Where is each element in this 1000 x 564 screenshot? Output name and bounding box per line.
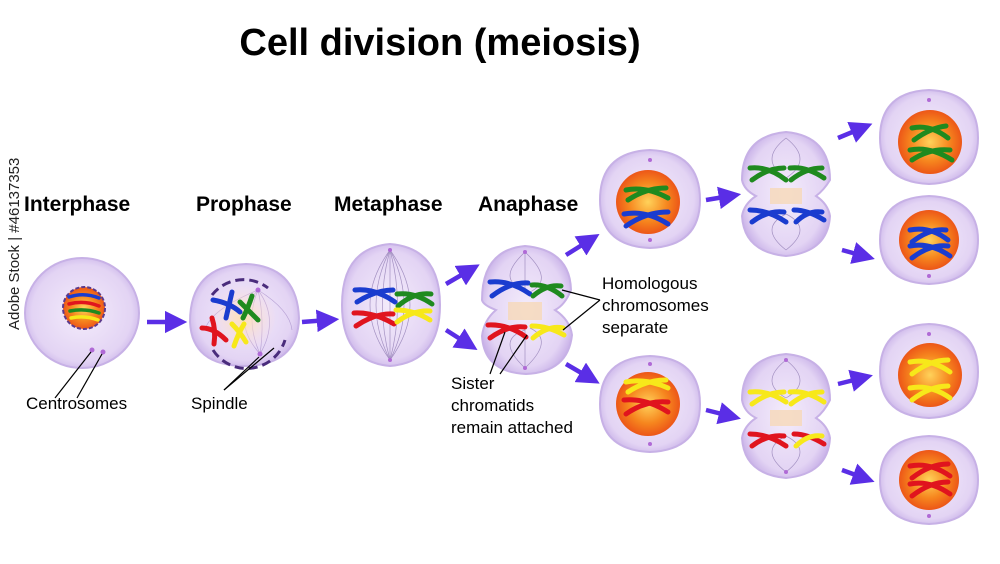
centrosome-dot xyxy=(100,349,106,355)
arrow-telophase-top xyxy=(705,186,742,209)
stage-label-anaphase: Anaphase xyxy=(478,193,579,216)
interphase-chromatin xyxy=(67,293,101,322)
gamete-4 xyxy=(878,434,980,526)
label-spindle: Spindle xyxy=(191,394,248,413)
cell-anaphase xyxy=(480,244,601,376)
gamete-2 xyxy=(878,194,980,286)
label-sister-line-1: Sister xyxy=(451,374,495,393)
cell-interphase xyxy=(24,257,140,399)
anaphase-chromosomes xyxy=(485,279,567,341)
stage-label-prophase: Prophase xyxy=(196,193,292,216)
metaphase-chromosomes xyxy=(351,287,435,329)
label-homologous: Homologous chromosomes separate xyxy=(602,273,709,339)
gamete-3 xyxy=(878,322,980,420)
label-centrosomes: Centrosomes xyxy=(26,394,128,413)
cell-anaphase-ii-bottom xyxy=(740,352,832,480)
arrow-anaphase-up xyxy=(564,234,600,257)
cell-anaphase-ii-top xyxy=(740,130,832,258)
diagram-title: Cell division (meiosis) xyxy=(239,22,641,64)
cell-telophase-top xyxy=(598,148,702,250)
cell-prophase xyxy=(188,262,301,391)
stage-arrows xyxy=(147,121,875,485)
label-homologous-line-3: separate xyxy=(602,318,669,337)
arrow-to-gamete-4 xyxy=(841,463,875,485)
arrow-to-gamete-2 xyxy=(841,242,875,264)
arrow-prophase-to-metaphase xyxy=(301,309,340,333)
label-sister-line-3: remain attached xyxy=(451,418,573,437)
label-sister-chromatids: Sister chromatids remain attached xyxy=(451,373,573,439)
cell-telophase-bottom xyxy=(598,354,702,454)
gamete-1 xyxy=(878,88,980,186)
label-homologous-line-2: chromosomes xyxy=(602,296,709,315)
label-homologous-line-1: Homologous xyxy=(602,274,698,293)
stage-label-metaphase: Metaphase xyxy=(334,193,443,216)
arrow-to-gamete-1 xyxy=(837,121,873,143)
arrow-anaphase-down xyxy=(564,362,600,384)
centrosome-dot xyxy=(89,347,95,353)
prophase-chromosomes xyxy=(199,289,261,349)
arrow-metaphase-down xyxy=(444,328,478,351)
cell-metaphase xyxy=(340,242,442,368)
arrow-telophase-bottom xyxy=(705,402,741,425)
label-sister-line-2: chromatids xyxy=(451,396,535,415)
stage-label-interphase: Interphase xyxy=(24,193,131,216)
arrow-metaphase-up xyxy=(444,264,480,286)
arrow-to-gamete-3 xyxy=(837,369,873,392)
